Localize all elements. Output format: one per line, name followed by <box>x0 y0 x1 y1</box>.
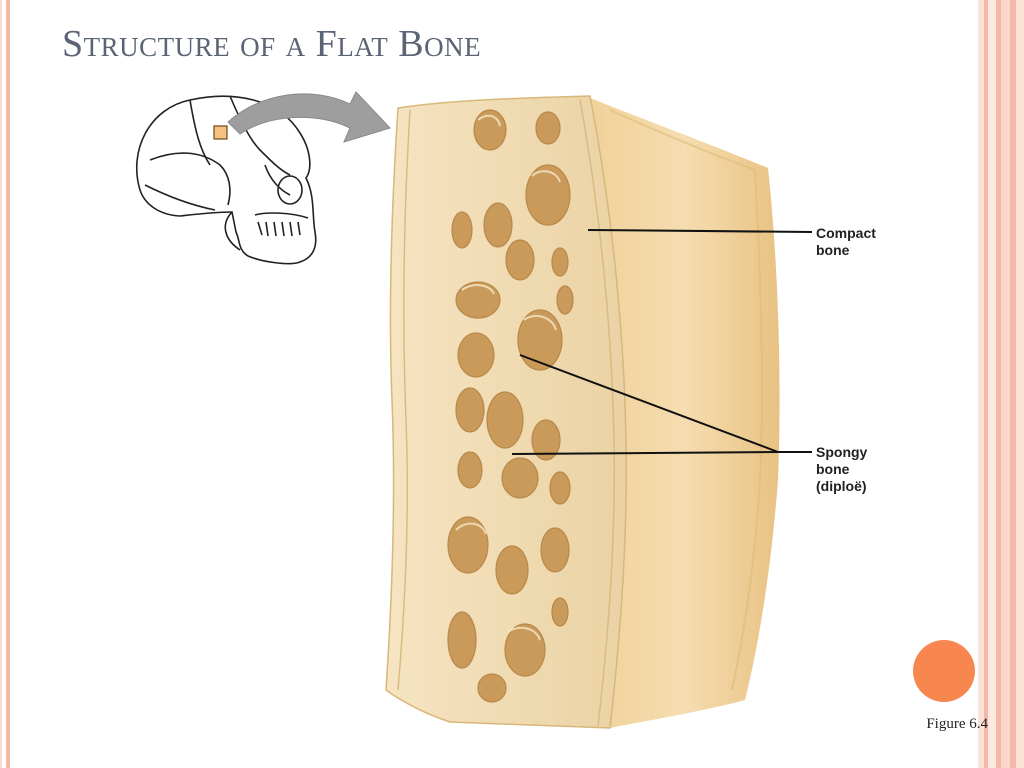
slide-border-right <box>978 0 1024 768</box>
spongy-bone-cavities <box>447 109 574 703</box>
accent-circle <box>913 640 975 702</box>
spongy-bone-label: Spongy bone (diploë) <box>816 444 868 494</box>
spongy-bone-leader-line-1 <box>519 354 779 453</box>
slide-title-text: Structure of a Flat Bone <box>62 23 482 65</box>
spongy-bone-highlights <box>455 114 561 641</box>
slide-title: Structure of a Flat Bone <box>62 22 481 66</box>
arrow-icon <box>227 91 391 143</box>
bone-outer-face <box>590 98 780 728</box>
skull-sample-marker <box>213 125 228 140</box>
compact-bone-leader-line <box>587 229 813 233</box>
figure-caption: Figure 6.4 <box>926 716 988 732</box>
compact-bone-label: Compact bone <box>816 225 876 258</box>
skull-illustration <box>135 95 317 265</box>
slide-border-left-outer <box>0 0 2 768</box>
slide-border-left <box>6 0 10 768</box>
spongy-bone-leader-line-2 <box>511 451 779 455</box>
